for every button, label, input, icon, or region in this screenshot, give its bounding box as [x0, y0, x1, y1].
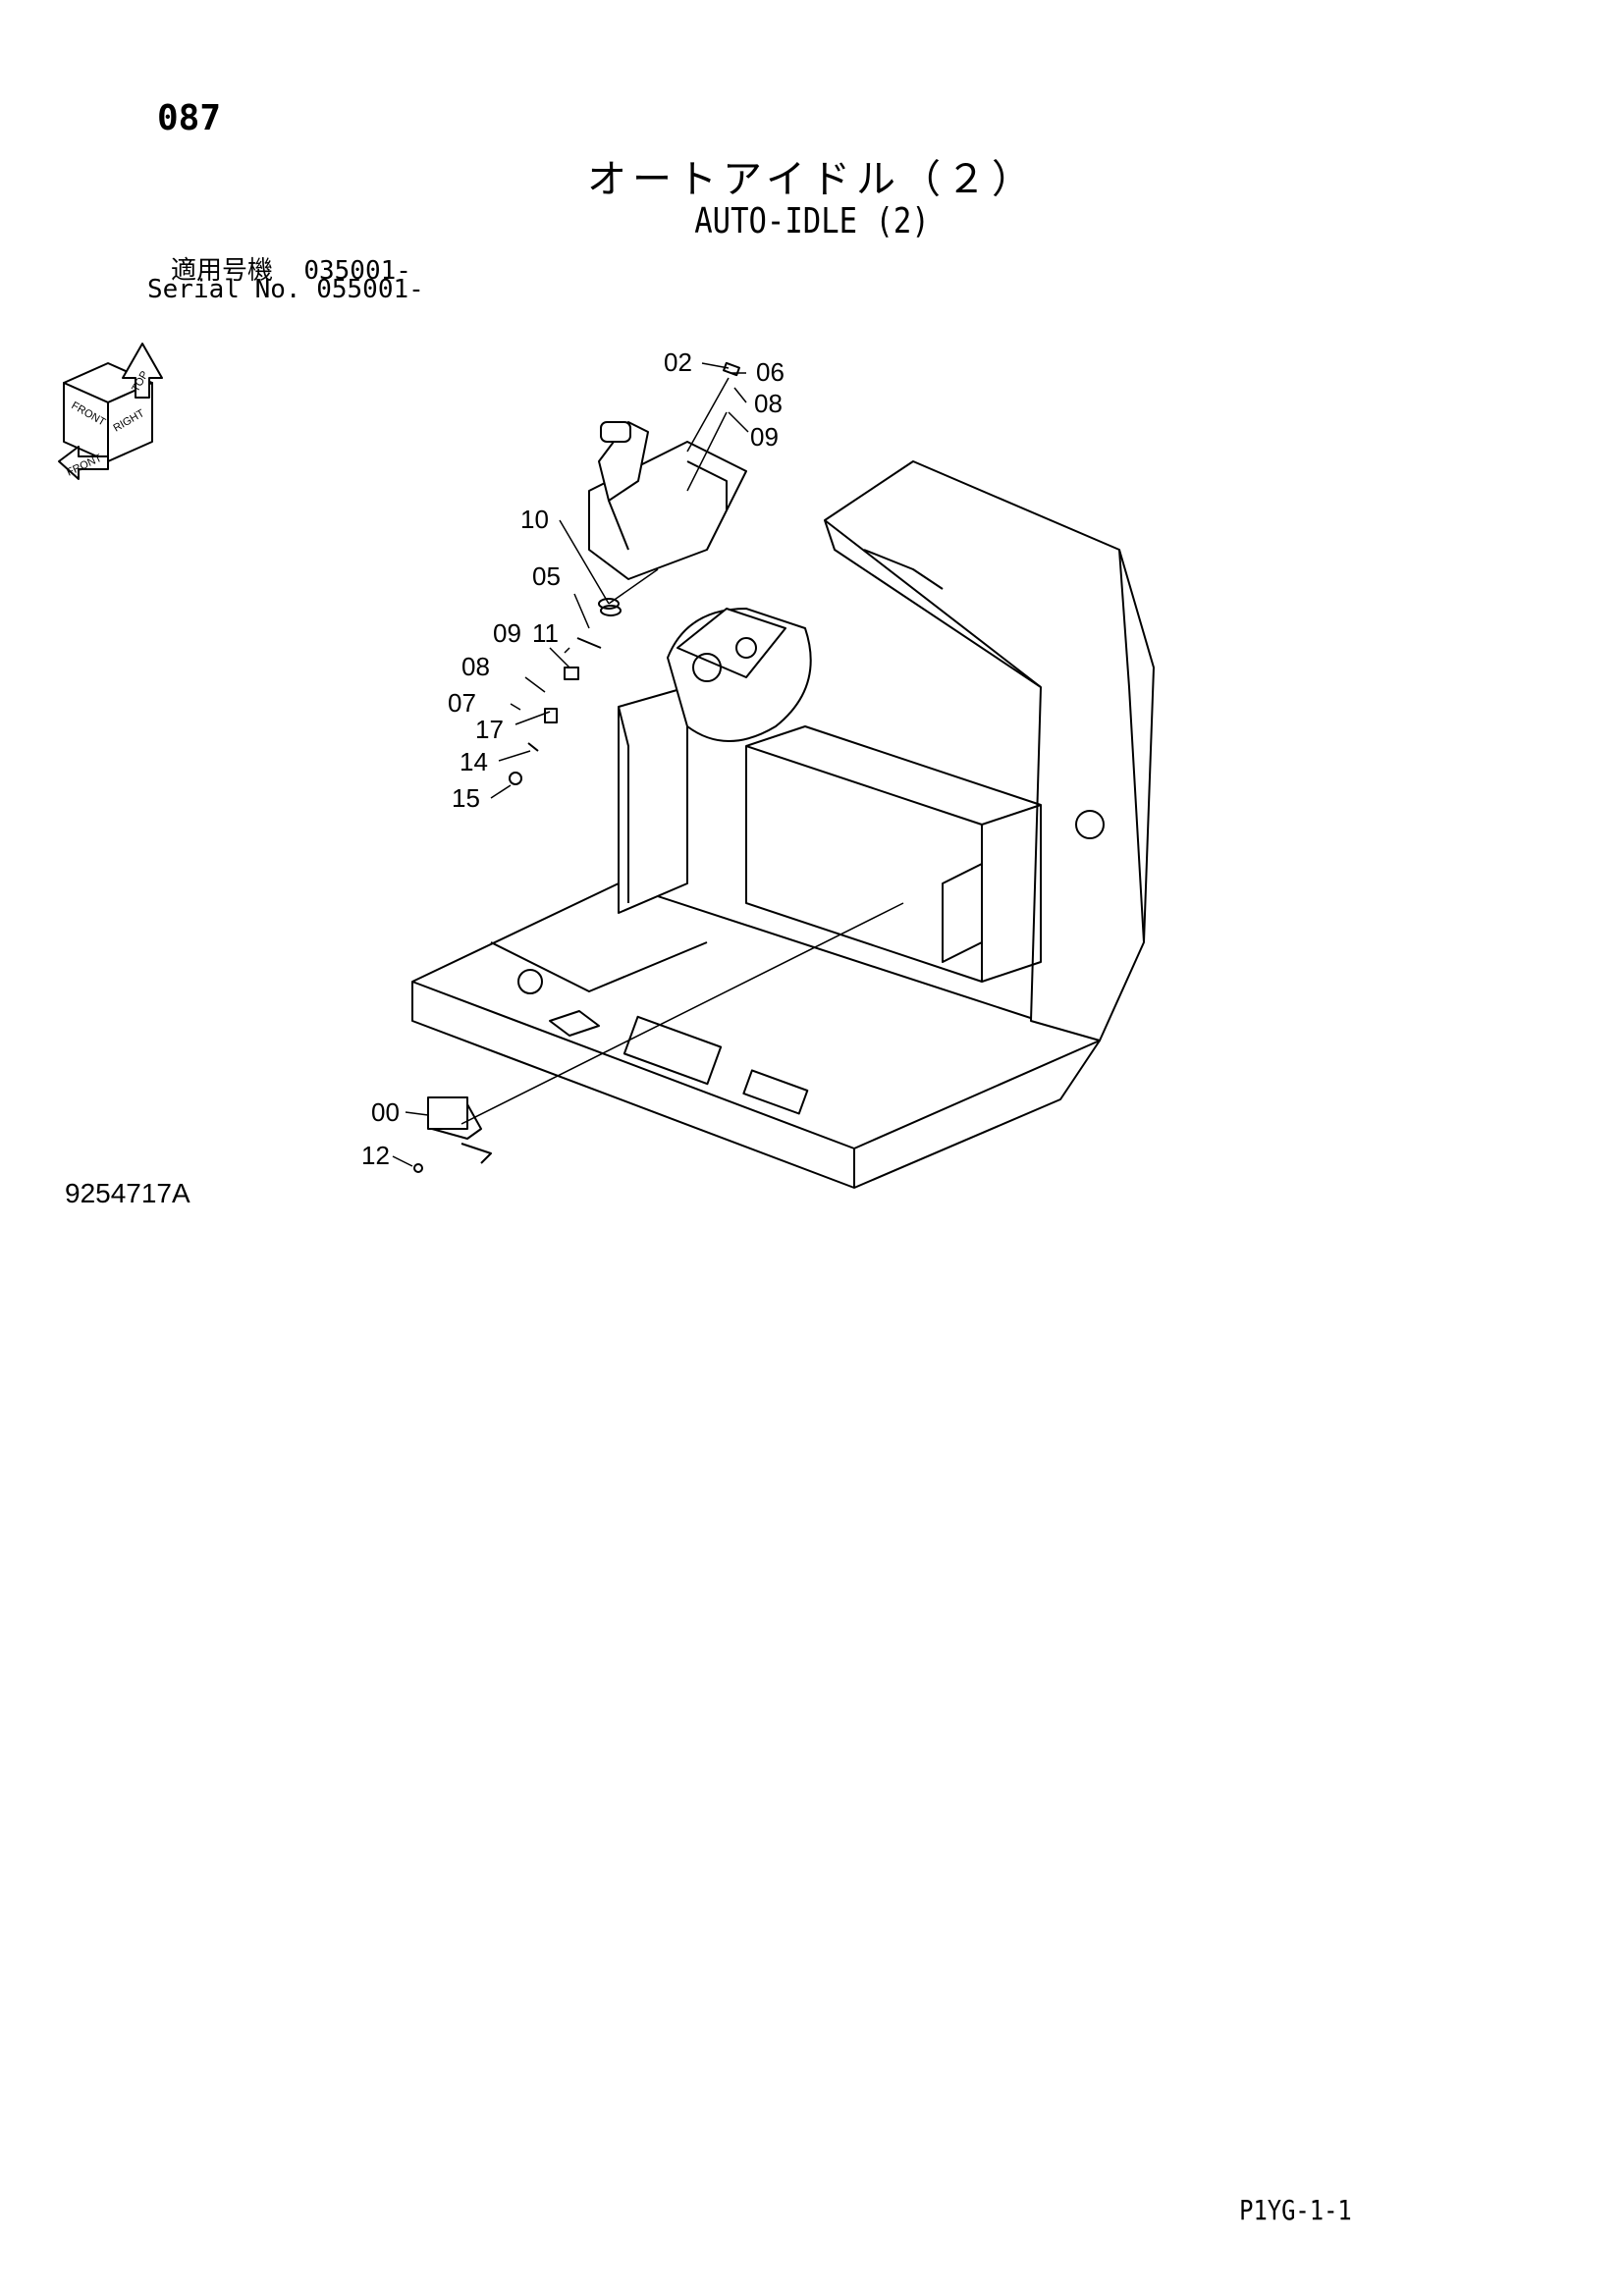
leader-lines: [392, 362, 904, 1167]
callout-10: 10: [520, 505, 549, 534]
callout-07: 07: [448, 688, 476, 718]
callout-06: 06: [756, 357, 785, 387]
cab-side-panel: [618, 686, 1042, 983]
callout-09-top: 09: [750, 422, 779, 452]
callout-17: 17: [475, 715, 504, 744]
page-number: 087: [157, 98, 222, 138]
serial-label-jp: 適用号機: [171, 256, 274, 286]
exploded-hardware: [413, 361, 740, 1173]
control-valve-box: [667, 608, 812, 742]
drawing-id: 9254717A: [65, 1178, 190, 1208]
callout-14: 14: [460, 747, 488, 776]
callout-12: 12: [361, 1141, 390, 1170]
parts-diagram: FRONT RIGHT TOP FRONT: [58, 343, 1155, 1189]
callout-15: 15: [452, 783, 480, 813]
joystick-lever-icon: [588, 421, 747, 580]
callout-11: 11: [532, 618, 559, 648]
callout-08-top: 08: [754, 389, 783, 418]
serial-row-japanese: 適用号機 035001-: [171, 250, 411, 287]
orientation-indicator-icon: FRONT RIGHT TOP FRONT: [58, 343, 163, 480]
sheet-id: P1YG-1-1: [1239, 2194, 1352, 2226]
cab-back-wall: [824, 460, 1155, 1041]
cab-floor-frame: [411, 882, 1101, 1189]
serial-value-jp: 035001-: [303, 256, 411, 286]
callout-00: 00: [371, 1097, 400, 1127]
title-japanese: オートアイドル（２）: [587, 157, 1037, 202]
callout-08-mid: 08: [461, 652, 490, 681]
callout-02: 02: [664, 347, 692, 377]
serial-row-english: Serial No. 055001-: [147, 275, 424, 304]
title-english: AUTO-IDLE (2): [694, 201, 930, 241]
serial-label-en: Serial No.: [147, 275, 301, 304]
callout-05: 05: [532, 561, 561, 591]
callout-09-mid: 09: [493, 618, 521, 648]
serial-value-en: 055001-: [316, 275, 424, 304]
